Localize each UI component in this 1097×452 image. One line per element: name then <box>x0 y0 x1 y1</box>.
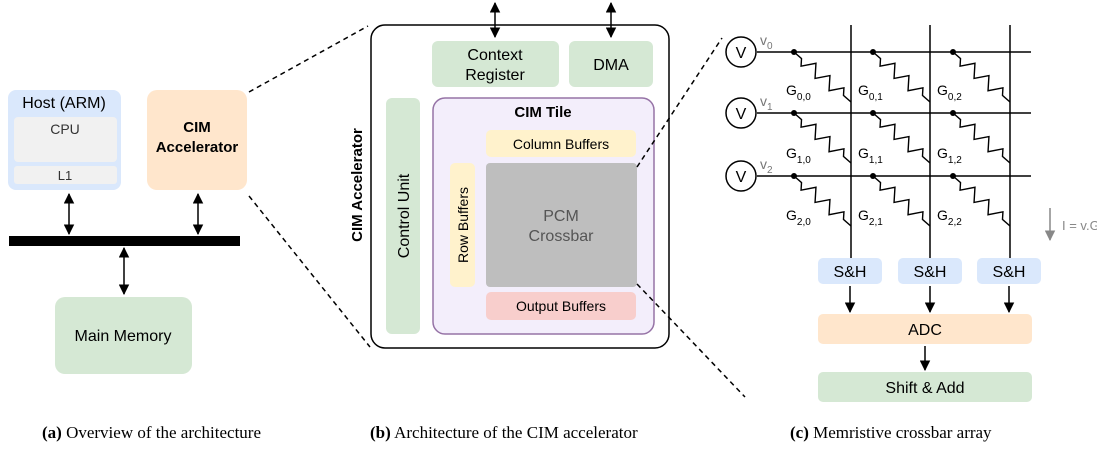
context-register-line2: Register <box>465 67 525 84</box>
memristor-resistor <box>872 175 931 227</box>
context-register-line1: Context <box>467 47 523 64</box>
caption-b: (b) Architecture of the CIM accelerator <box>370 423 638 443</box>
caption-a: (a) Overview of the architecture <box>42 423 261 443</box>
voltage-label-v2: v2 <box>760 156 773 176</box>
dma-label: DMA <box>593 57 629 74</box>
adc-box <box>818 314 1032 344</box>
caption-b-label: (b) <box>370 423 391 442</box>
voltage-source-circle <box>725 36 757 68</box>
conductance-label-g20: G2,0 <box>786 207 811 228</box>
conductance-label-g00: G0,0 <box>786 82 811 103</box>
cim-accelerator-label-line1: CIM <box>183 119 211 136</box>
memristor-resistor <box>872 51 931 103</box>
adc-label: ADC <box>908 322 942 339</box>
memristor-resistor <box>793 112 852 164</box>
memristor-resistor <box>952 51 1011 103</box>
l1-label: L1 <box>58 168 72 183</box>
conductance-label-g02: G0,2 <box>937 82 962 103</box>
dma-box <box>569 41 653 87</box>
conductance-label-g10: G1,0 <box>786 145 811 166</box>
accelerator-side-label: CIM Accelerator <box>349 128 366 242</box>
voltage-source-symbol: V <box>736 169 747 186</box>
voltage-source-circle <box>725 97 757 129</box>
voltage-source-symbol: V <box>736 45 747 62</box>
memristor-resistor <box>793 175 852 227</box>
cim-accelerator-label-line2: Accelerator <box>156 139 239 156</box>
caption-a-text: Overview of the architecture <box>66 423 262 442</box>
column-buffers-box <box>486 130 636 157</box>
panel-a: Host (ARM) CPU L1 CIM Accelerator Main M… <box>8 90 247 374</box>
zoom-line-b-bottom <box>636 283 746 398</box>
output-buffers-box <box>486 292 636 320</box>
main-memory-label: Main Memory <box>75 328 172 345</box>
pcm-crossbar-box <box>486 163 637 287</box>
main-memory-box <box>55 297 192 374</box>
voltage-label-v0: v0 <box>760 32 773 52</box>
current-label: I = v.G <box>1062 218 1097 233</box>
voltage-source-circle <box>725 160 757 192</box>
sample-hold-label: S&H <box>914 264 947 281</box>
voltage-label-v1: v1 <box>760 93 773 113</box>
row-buffers-box <box>450 163 475 287</box>
conductance-label-g01: G0,1 <box>858 82 883 103</box>
zoom-line-b-top <box>636 37 723 168</box>
sample-hold-box <box>898 258 962 284</box>
sample-hold-box <box>977 258 1041 284</box>
sample-hold-label: S&H <box>993 264 1026 281</box>
shift-add-label: Shift & Add <box>885 380 964 397</box>
system-bus <box>9 236 240 246</box>
voltage-source-symbol: V <box>736 106 747 123</box>
column-buffers-label: Column Buffers <box>513 136 609 152</box>
caption-c-text: Memristive crossbar array <box>813 423 992 442</box>
memristor-grid <box>791 49 1011 227</box>
pcm-crossbar-line1: PCM <box>543 208 579 225</box>
conductance-label-g12: G1,2 <box>937 145 962 166</box>
row-buffers-label: Row Buffers <box>455 187 471 263</box>
sample-hold-box <box>818 258 882 284</box>
zoom-line-a-top <box>248 25 369 93</box>
host-title: Host (ARM) <box>22 95 106 112</box>
caption-a-label: (a) <box>42 423 62 442</box>
memristor-resistor <box>793 51 852 103</box>
caption-c-label: (c) <box>790 423 809 442</box>
conductance-label-g11: G1,1 <box>858 145 883 166</box>
shift-add-box <box>818 372 1032 402</box>
cpu-label: CPU <box>50 121 80 137</box>
conductance-label-g21: G2,1 <box>858 207 883 228</box>
conductance-label-g22: G2,2 <box>937 207 962 228</box>
cim-tile-title: CIM Tile <box>514 104 571 121</box>
control-unit-box <box>386 98 420 334</box>
sample-hold-label: S&H <box>834 264 867 281</box>
control-unit-label: Control Unit <box>396 173 413 258</box>
memristor-resistor <box>952 175 1011 227</box>
pcm-crossbar-line2: Crossbar <box>529 228 595 245</box>
output-buffers-label: Output Buffers <box>516 298 606 314</box>
memristor-resistor <box>952 112 1011 164</box>
panel-c: V V V v0 v1 v2 G0,0 G0,1 G0,2 G1,0 G1,1 … <box>725 25 1097 402</box>
memristor-resistor <box>872 112 931 164</box>
context-register-box <box>432 41 559 87</box>
l1-box <box>14 166 117 184</box>
cpu-box <box>14 117 117 162</box>
cim-accelerator-box <box>147 90 247 190</box>
panel-b: CIM Accelerator Context Register DMA Con… <box>349 1 670 349</box>
caption-c: (c) Memristive crossbar array <box>790 423 992 443</box>
caption-b-text: Architecture of the CIM accelerator <box>394 423 638 442</box>
